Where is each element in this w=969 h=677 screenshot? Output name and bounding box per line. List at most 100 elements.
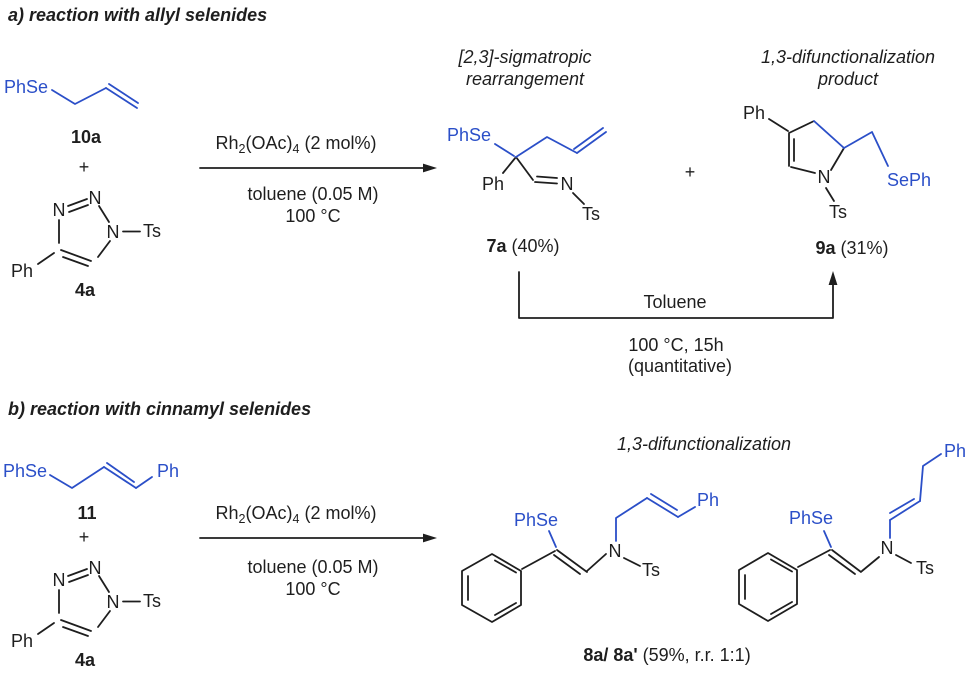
triazole-a-ph-label: Ph [10,261,34,281]
7a-n-label: N [560,174,574,194]
8a-cinnamyl-double-bond [646,493,679,518]
catalyst-b-sub4: 4 [292,511,300,526]
thermolysis-arrow-head [828,271,838,285]
sigmatropic-header-line2: rearrangement [465,69,585,89]
triazole-a-c4-ph-bond [37,252,55,265]
8ap-n-ts-bond [895,554,912,564]
sigmatropic-header-line1: [2,3]-sigmatropic [458,47,592,67]
8ap-phse-label: PhSe [788,508,834,528]
triazole-a-ts-label: Ts [143,221,161,241]
8a-ring-vinyl-bond [521,550,556,570]
7a-n-ts-bond [572,192,585,205]
triazole-a-n-top-label: N [88,188,102,208]
8ap-ch-n-bond [861,556,880,572]
7a-yield-value: (40%) [506,236,560,256]
8a-benzene-inner-bonds [467,559,517,616]
9a-ph-c3-bond [768,118,789,132]
8a-vinyl-double-bond [553,549,588,575]
triazole-b-n2-n1-bond [98,575,110,593]
7a-allyl-double-bond [573,127,607,154]
arrowheads [423,163,838,543]
8a-n-ts-bond [623,557,641,567]
8a-n-label: N [608,541,622,561]
7a-yield-label: 7a (40%) [486,236,559,257]
9a-c3-c4-bond [788,120,814,134]
triazole-b-nn-double-bond [67,568,89,583]
8a-cinnamyl-chain [615,497,648,542]
7a-phse-label: PhSe [446,125,492,145]
triazole-b-n-top-label: N [88,558,102,578]
8ap-se-c-bond [823,530,832,548]
8ap-enamine-double-bond [889,498,921,521]
7a-compound-label: 7a [486,236,507,256]
triazole-b-ph-label: Ph [10,631,34,651]
triazole-b-c4-c5-double-bond [60,619,92,637]
reaction-arrow-a-head [423,163,437,173]
triazole-a-n1-c5-bond [97,240,111,258]
10a-phse-label: PhSe [3,77,49,97]
9a-ph-label: Ph [742,103,766,123]
triazole-a-n-left-label: N [52,200,66,220]
7a-c-ch-bond [515,156,534,181]
difunctionalization-header-a-line1: 1,3-difunctionalization [760,47,936,67]
9a-c5-n-bond [830,147,845,171]
8a-compound-labels: 8a/ 8a' [583,645,638,665]
7a-c-ph-bond [502,156,517,174]
8ap-ring-vinyl-bond [797,549,831,568]
catalyst-b-rh: Rh [215,503,239,523]
8a-benzene-ring [461,553,522,623]
catalyst-a-sub2: 2 [238,141,246,156]
8a-cinnamyl-ph-bond [677,506,696,518]
10a-compound-label: 10a [70,127,102,147]
8a-yield-value: (59%, r.r. 1:1) [637,645,751,665]
11-phse-label: PhSe [2,461,48,481]
thermolysis-conditions-text: 100 °C, 15h [628,335,724,355]
difunctionalization-header-b: 1,3-difunctionalization [616,434,792,454]
9a-yield-label: 9a (31%) [815,238,888,259]
9a-n-c2-bond [790,166,816,174]
10a-vinyl-double-bond [105,83,139,109]
8a-ch-n-bond [586,553,607,572]
8a-products-label: 8a/ 8a' (59%, r.r. 1:1) [583,645,750,666]
catalyst-a-oac: (OAc) [245,133,293,153]
8ap-c2-ph-chain [919,453,942,502]
8ap-vinyl-double-bond [828,549,862,575]
9a-yield-value: (31%) [835,238,889,258]
solvent-text-b: toluene (0.05 M) [247,557,379,577]
catalyst-b-oac: (OAc) [245,503,293,523]
7a-imine-double-bond [534,175,558,185]
section-b-title: b) reaction with cinnamyl selenides [8,399,312,419]
triazole-a-nn-double-bond [67,198,89,213]
solvent-text-a: toluene (0.05 M) [247,184,379,204]
11-chain [49,466,105,489]
9a-n-label: N [817,167,831,187]
9a-seph-label: SePh [886,170,932,190]
reaction-arrow-b-head [423,533,437,543]
8ap-n-label: N [880,538,894,558]
temperature-text-b: 100 °C [285,579,341,599]
triazole-a-n2-n1-bond [98,205,110,223]
11-double-bond [103,462,137,489]
thermolysis-yield-note: (quantitative) [627,356,733,376]
9a-ts-label: Ts [829,202,847,222]
triazole-a-c4-c5-double-bond [60,249,92,267]
8a-se-c-bond [548,530,557,548]
11-compound-label: 11 [77,503,97,523]
10a-chain [51,87,107,105]
9a-n-ts-bond [825,187,835,202]
9a-c4-c5-bond [813,120,845,149]
plus-sign-a: + [78,157,90,177]
8ap-ts-label: Ts [916,558,934,578]
7a-allyl-chain [515,136,578,158]
8ap-benzene-ring [738,552,798,622]
catalyst-a-sub4: 4 [292,141,300,156]
8ap-ph-label: Ph [943,441,967,461]
catalyst-text-b: Rh2(OAc)4 (2 mol%) [215,503,377,526]
plus-sign-products-a: + [684,162,696,182]
7a-se-c-bond [494,143,515,157]
triazole-b-n-left-label: N [52,570,66,590]
